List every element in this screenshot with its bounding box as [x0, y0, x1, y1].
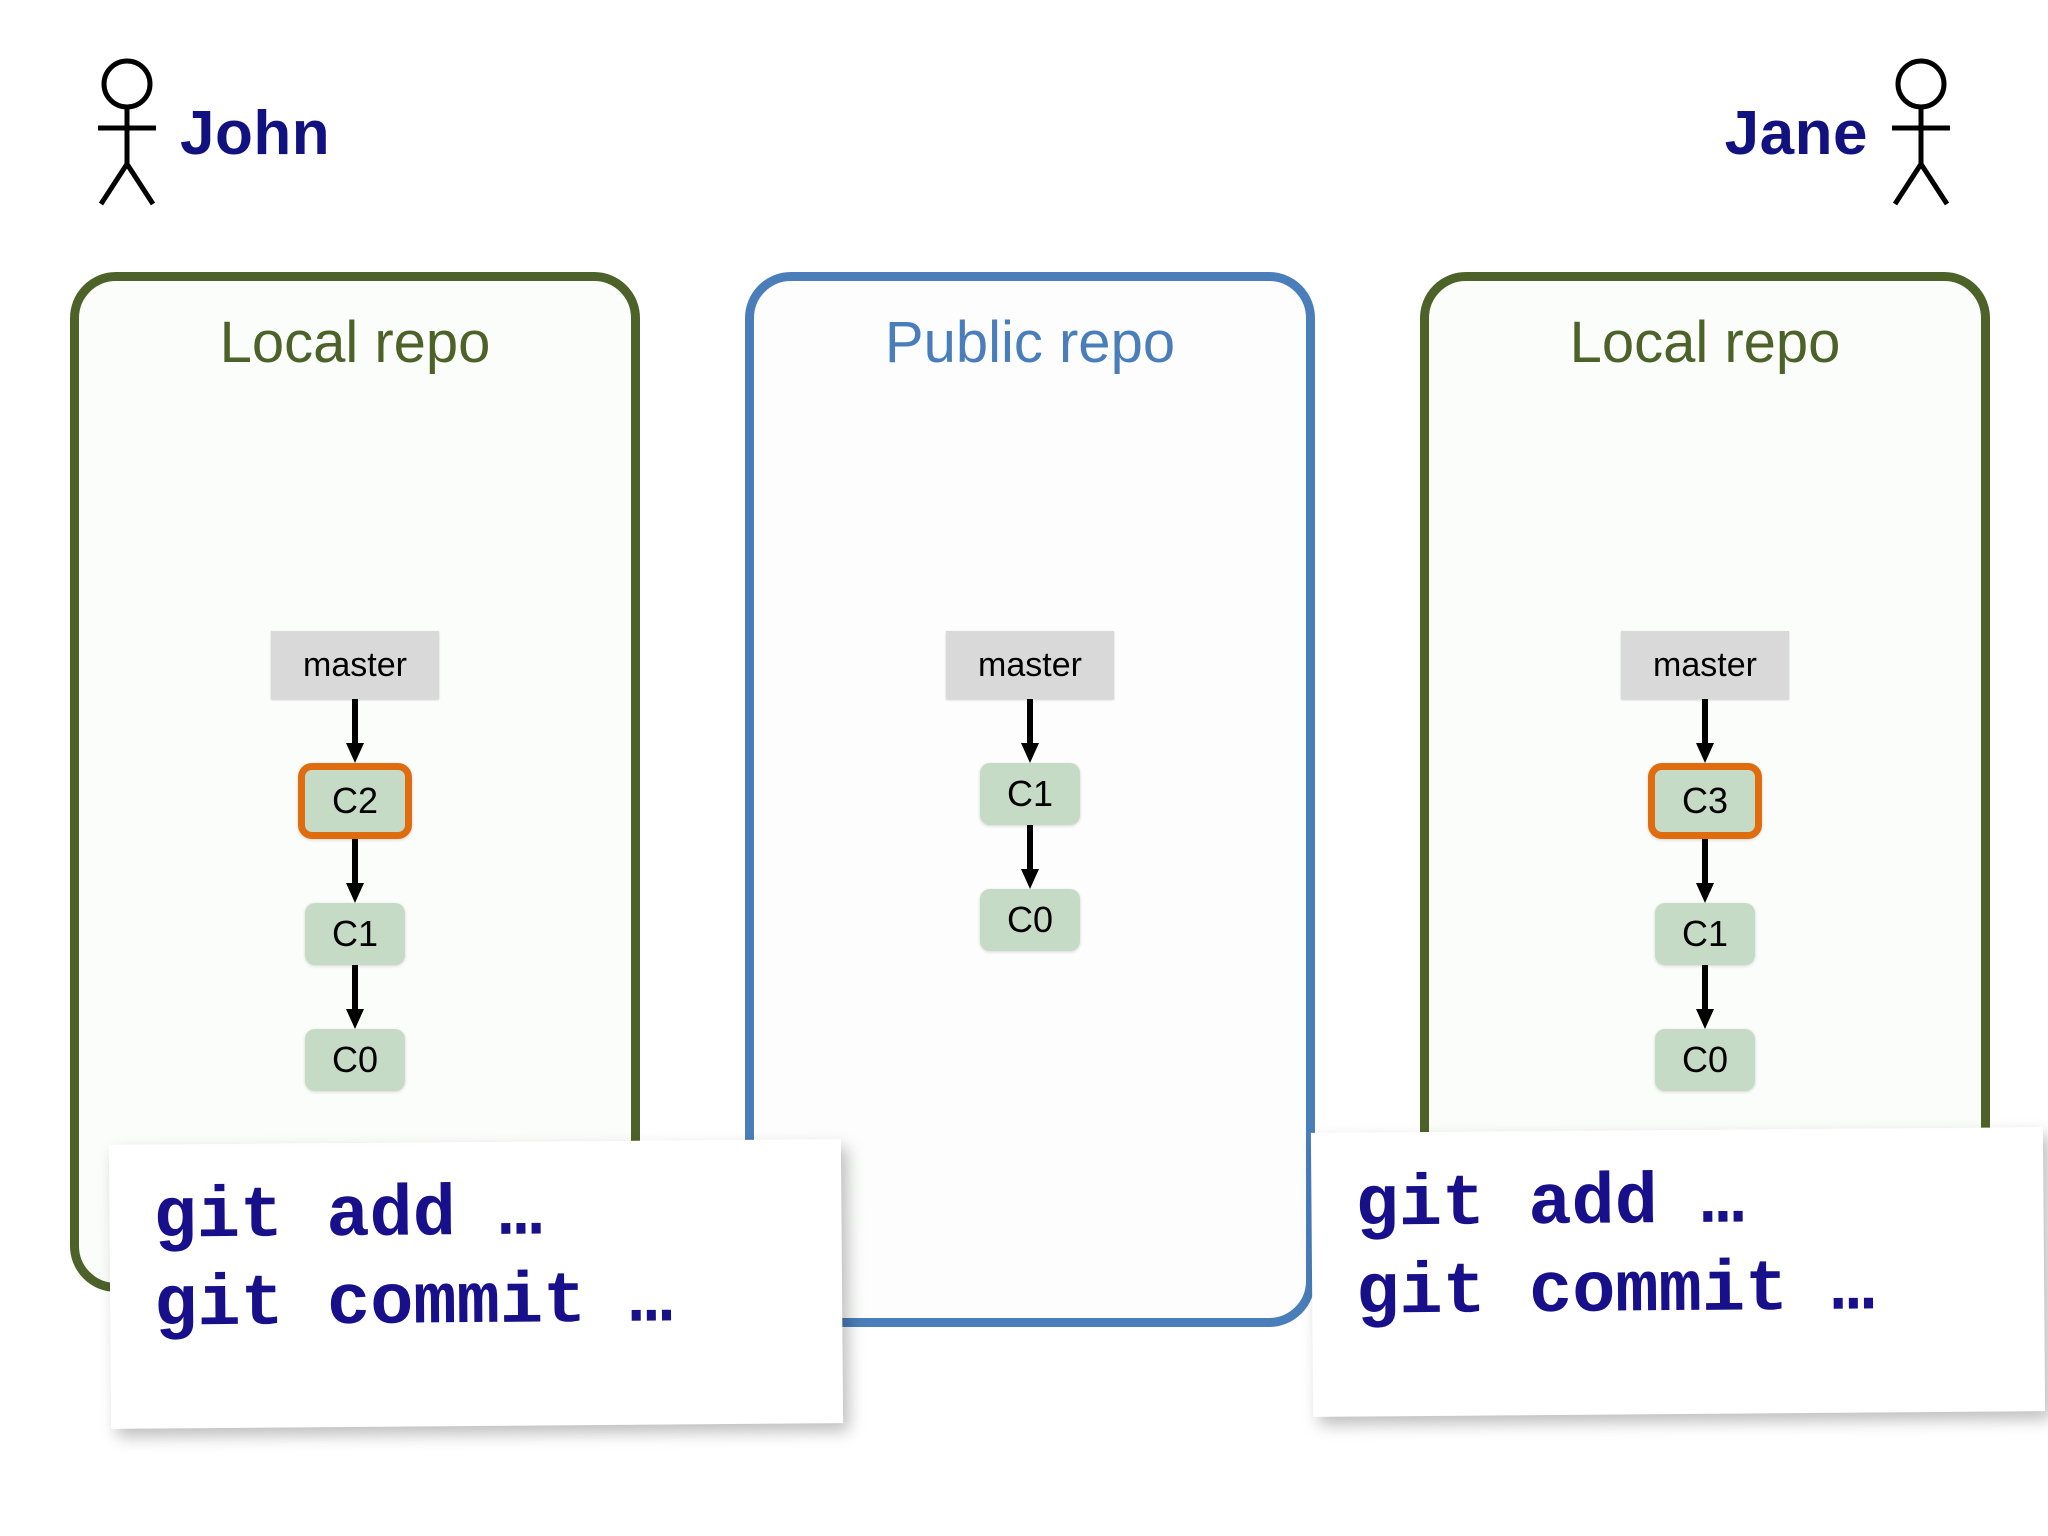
branch-label-master: master	[271, 631, 439, 699]
panel-title-local-repo-john: Local repo	[219, 310, 491, 375]
arrow-down-icon	[1021, 825, 1039, 889]
arrow-down-icon	[1696, 699, 1714, 763]
panel-title-local-repo-jane: Local repo	[1569, 310, 1841, 375]
commit-node-c1[interactable]: C1	[980, 763, 1080, 825]
commit-node-c0[interactable]: C0	[1655, 1029, 1755, 1091]
stick-figure-icon	[1892, 58, 1950, 206]
command-line-git-add: git add …	[153, 1173, 543, 1259]
actor-jane: Jane	[1725, 58, 1956, 208]
panel-local-repo-john: Local repo master C2 C1 C0	[70, 272, 640, 1292]
stick-figure-icon	[98, 58, 156, 206]
arrow-down-icon	[1021, 699, 1039, 763]
commit-node-c3[interactable]: C3	[1648, 763, 1762, 839]
command-line-git-commit: git commit …	[1355, 1248, 1875, 1335]
commit-graph-public: master C1 C0	[754, 631, 1306, 951]
commit-node-c0[interactable]: C0	[980, 889, 1080, 951]
commit-node-c1[interactable]: C1	[1655, 903, 1755, 965]
commit-node-c1[interactable]: C1	[305, 903, 405, 965]
arrow-down-icon	[346, 965, 364, 1029]
command-card-john: git add … git commit …	[108, 1139, 844, 1429]
panel-title-public-repo: Public repo	[884, 310, 1176, 375]
arrow-down-icon	[1696, 839, 1714, 903]
commit-graph-john: master C2 C1 C0	[79, 631, 631, 1091]
arrow-down-icon	[1696, 965, 1714, 1029]
command-line-git-commit: git commit …	[153, 1260, 673, 1347]
branch-label-master: master	[946, 631, 1114, 699]
commit-graph-jane: master C3 C1 C0	[1429, 631, 1981, 1091]
arrow-down-icon	[346, 839, 364, 903]
actor-name-jane: Jane	[1724, 98, 1868, 168]
commit-node-c0[interactable]: C0	[305, 1029, 405, 1091]
actor-name-john: John	[180, 98, 331, 168]
panel-local-repo-jane: Local repo master C3 C1 C0	[1420, 272, 1990, 1292]
arrow-down-icon	[346, 699, 364, 763]
branch-label-master: master	[1621, 631, 1789, 699]
command-line-git-add: git add …	[1355, 1161, 1745, 1247]
actor-john: John	[92, 58, 330, 208]
commit-node-c2[interactable]: C2	[298, 763, 412, 839]
command-card-jane: git add … git commit …	[1310, 1127, 2046, 1417]
panel-public-repo: Public repo master C1 C0	[745, 272, 1315, 1327]
